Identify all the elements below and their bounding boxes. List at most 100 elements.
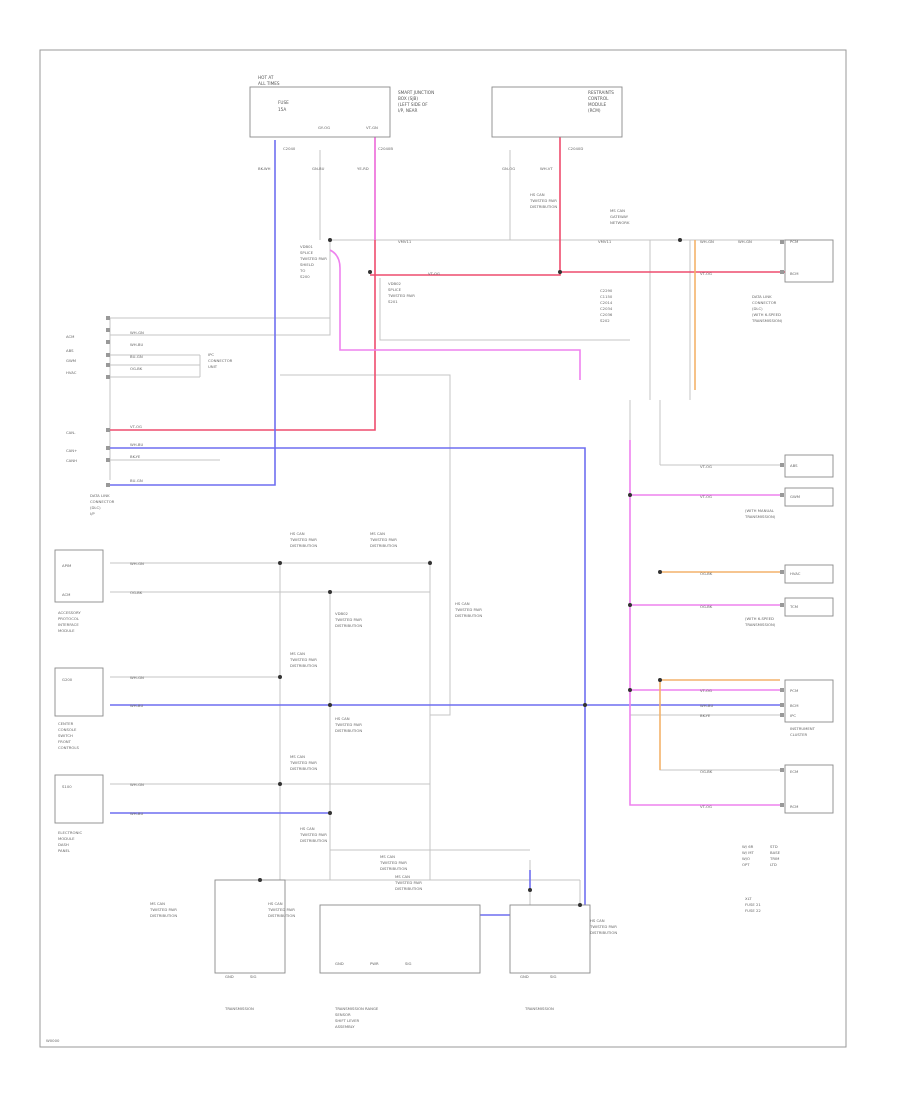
diagram-label: (DLC) — [752, 306, 763, 311]
module-box-left-2 — [54, 667, 104, 717]
diagram-label: ELECTRONIC — [58, 830, 82, 835]
diagram-label: WH-BU — [130, 342, 143, 347]
diagram-label: OG-BK — [700, 571, 713, 576]
diagram-label: ACCESSORY — [58, 610, 81, 615]
diagram-label: C2036 — [600, 312, 613, 317]
diagram-label: BK-YE — [700, 713, 711, 718]
diagram-label: S201 — [388, 299, 398, 304]
diagram-label: DISTRIBUTION — [335, 728, 362, 733]
diagram-label: MS CAN — [150, 901, 165, 906]
diagram-label: HVAC — [790, 571, 801, 576]
diagram-label: SIG — [405, 961, 412, 966]
diagram-label: I/P — [90, 511, 95, 516]
diagram-label: PWR — [370, 961, 379, 966]
diagram-label: W/ MT — [742, 850, 755, 855]
diagram-label: FUSE 22 — [745, 908, 761, 913]
diagram-label: PANEL — [58, 848, 71, 853]
diagram-label: TWISTED PAIR — [299, 832, 327, 837]
diagram-label: GND — [225, 974, 234, 979]
diagram-label: GATEWAY — [610, 214, 629, 219]
smart-junction-box — [249, 86, 391, 138]
diagram-label: GND — [335, 961, 344, 966]
pink-wire — [629, 440, 780, 806]
diagram-label: C2014 — [600, 300, 613, 305]
diagram-label: TWISTED PAIR — [334, 722, 362, 727]
transmission-box-right — [509, 904, 591, 974]
diagram-label: VDB02 — [335, 611, 349, 616]
diagram-label: CANH — [66, 458, 77, 463]
diagram-label: (DLC) — [90, 505, 101, 510]
module-box-right-5 — [784, 487, 834, 507]
diagram-label: TRANSMISSION) — [744, 514, 776, 519]
diagram-label: WH-BU — [130, 442, 143, 447]
diagram-label: DATA LINK — [752, 294, 772, 299]
diagram-label: HOT AT — [258, 75, 274, 80]
diagram-label: DISTRIBUTION — [590, 930, 617, 935]
pink-wire — [329, 249, 581, 380]
diagram-label: HS CAN — [300, 826, 315, 831]
diagram-label: (WITH MANUAL — [745, 508, 775, 513]
diagram-label: OG-BK — [700, 769, 713, 774]
diagram-label: TO — [299, 268, 305, 273]
diagram-label: DISTRIBUTION — [530, 204, 557, 209]
diagram-label: SIG — [250, 974, 257, 979]
diagram-label: OG-BK — [700, 604, 713, 609]
diagram-label: VT-OG — [700, 494, 712, 499]
diagram-label: HS CAN — [290, 531, 305, 536]
diagram-label: GN-OG — [502, 166, 515, 171]
diagram-label: FUSE 21 — [745, 902, 761, 907]
diagram-label: RCM — [790, 804, 798, 809]
diagram-labels: HOT AT ALL TIMES FUSE 15A SMART JUNCTION… — [58, 75, 816, 1029]
diagram-label: ECM — [790, 769, 798, 774]
restraints-control-module — [491, 86, 623, 138]
diagram-label: HS CAN — [268, 901, 283, 906]
diagram-label: XLT — [745, 896, 752, 901]
diagram-label: (LEFT SIDE OF — [398, 102, 428, 107]
diagram-label: C2290 — [600, 288, 613, 293]
diagram-label: TWISTED PAIR — [394, 880, 422, 885]
diagram-label: FUSE — [278, 100, 289, 105]
diagram-label: ABS — [66, 348, 74, 353]
diagram-label: WH-BU — [130, 703, 143, 708]
diagram-label: CENTER — [58, 721, 74, 726]
diagram-label: DISTRIBUTION — [150, 913, 177, 918]
diagram-label: YE-RD — [357, 166, 369, 171]
diagram-label: LTD — [770, 862, 777, 867]
module-box-right-7 — [784, 597, 834, 617]
diagram-label: MS CAN — [370, 531, 385, 536]
diagram-label: PROTOCOL — [58, 616, 80, 621]
splice-dots — [258, 238, 682, 907]
diagram-label: APIM — [62, 563, 71, 568]
diagram-label: GND — [520, 974, 529, 979]
diagram-label: DISTRIBUTION — [268, 913, 295, 918]
diagram-label: VDB02 — [388, 281, 402, 286]
connector-pins — [106, 240, 784, 807]
diagram-label: (WITH 6-SPEED — [745, 616, 774, 621]
diagram-label: TWISTED PAIR — [379, 860, 407, 865]
diagram-label: W/ 6R — [742, 844, 754, 849]
diagram-label: ACM — [66, 334, 74, 339]
diagram-label: HS CAN — [590, 918, 605, 923]
diagram-label: DISTRIBUTION — [395, 886, 422, 891]
diagram-label: VT-OG — [130, 424, 142, 429]
diagram-label: INTERFACE — [58, 622, 79, 627]
diagram-label: SENSOR — [335, 1012, 351, 1017]
diagram-label: WH-GN — [700, 239, 714, 244]
diagram-label: INSTRUMENT — [790, 726, 816, 731]
diagram-label: HS CAN — [455, 601, 470, 606]
diagram-label: MS CAN — [395, 874, 410, 879]
diagram-label: CLUSTER — [790, 732, 807, 737]
diagram-label: SHIELD — [300, 262, 314, 267]
diagram-label: IPC — [790, 713, 796, 718]
diagram-label: BASE — [770, 850, 781, 855]
diagram-label: MS CAN — [290, 754, 305, 759]
module-box-left-1 — [54, 549, 104, 603]
diagram-label: WH-GN — [130, 675, 144, 680]
diagram-label: HS CAN — [530, 192, 545, 197]
diagram-label: HVAC — [66, 370, 77, 375]
module-box-right-3 — [784, 764, 834, 814]
diagram-label: WH-GN — [738, 239, 752, 244]
diagram-label: MODULE — [588, 102, 607, 107]
diagram-label: BK-YE — [130, 454, 141, 459]
